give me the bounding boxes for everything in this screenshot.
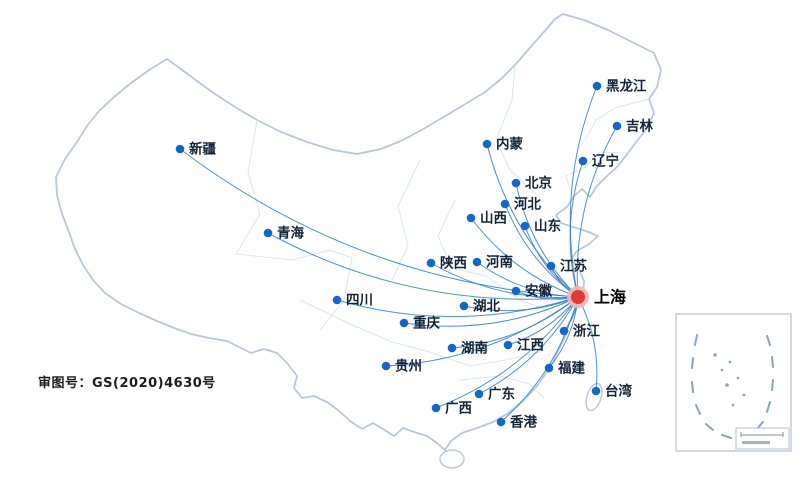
province-dot — [332, 295, 342, 305]
province-label: 吉林 — [626, 118, 654, 135]
map-approval-number: 审图号：GS(2020)4630号 — [38, 376, 216, 391]
province-dot — [559, 326, 569, 336]
province-dot — [426, 258, 436, 268]
province-label: 江西 — [517, 337, 544, 354]
province-dot — [612, 121, 622, 131]
province-dot — [381, 361, 391, 371]
province-dot — [503, 340, 513, 350]
province-label: 青海 — [277, 225, 304, 242]
province-label: 陕西 — [440, 255, 467, 272]
province-label: 辽宁 — [592, 153, 619, 170]
province-dot — [399, 318, 409, 328]
province-label: 广西 — [445, 400, 472, 417]
china-outline — [55, 13, 662, 451]
province-label: 山东 — [534, 218, 562, 235]
province-dot — [466, 213, 476, 223]
province-label: 内蒙 — [496, 136, 524, 153]
province-borders — [235, 64, 650, 399]
flow-line — [267, 232, 579, 300]
province-label: 福建 — [557, 360, 586, 377]
province-dot — [431, 403, 441, 413]
province-dot — [511, 178, 521, 188]
province-dots — [175, 81, 622, 427]
province-dot — [592, 81, 602, 91]
south-china-sea-inset — [675, 313, 792, 452]
province-label: 湖北 — [473, 299, 500, 315]
flow-line — [476, 261, 579, 298]
province-dot — [511, 286, 521, 296]
nine-dash-line — [691, 334, 774, 439]
flow-line — [403, 296, 579, 327]
province-dot — [175, 144, 185, 154]
flow-line — [569, 85, 598, 298]
province-dot — [546, 261, 556, 271]
province-dot — [500, 199, 510, 209]
flow-line — [576, 125, 618, 298]
province-label: 湖南 — [461, 340, 488, 357]
inset-scale-box — [735, 427, 790, 450]
province-label: 广东 — [488, 386, 516, 403]
taiwan-island — [585, 382, 603, 412]
flow-line — [577, 296, 598, 392]
province-label: 浙江 — [573, 323, 601, 340]
province-dot — [544, 363, 554, 373]
province-label: 贵州 — [395, 358, 422, 375]
flow-line — [435, 296, 579, 409]
flow-line — [569, 160, 584, 298]
province-dot — [520, 221, 530, 231]
inset-islands — [713, 353, 746, 407]
province-label: 河北 — [514, 196, 542, 213]
province-label: 黑龙江 — [606, 78, 647, 95]
flow-line — [463, 296, 579, 312]
province-label: 河南 — [486, 254, 513, 271]
province-dot — [263, 228, 273, 238]
province-dot — [472, 257, 482, 267]
province-dot — [482, 139, 492, 149]
flow-line — [515, 182, 579, 298]
province-label: 重庆 — [413, 315, 440, 332]
province-label: 江苏 — [560, 258, 588, 275]
province-label: 四川 — [346, 293, 373, 309]
province-label: 新疆 — [189, 141, 216, 158]
flow-line — [470, 217, 579, 298]
province-label: 北京 — [525, 175, 552, 192]
province-dot — [591, 386, 601, 396]
province-label: 安徽 — [525, 283, 553, 300]
flow-line — [430, 262, 579, 299]
origin-label: 上海 — [594, 288, 626, 307]
flow-line — [336, 296, 579, 318]
flow-line — [478, 296, 579, 395]
province-dot — [474, 389, 484, 399]
hainan-island — [439, 449, 465, 469]
province-dot — [578, 156, 588, 166]
flow-lines — [179, 85, 618, 423]
province-label: 山西 — [480, 211, 507, 227]
province-dot — [447, 343, 457, 353]
origin-dot — [571, 290, 585, 304]
province-dot — [459, 301, 469, 311]
province-dot — [496, 417, 506, 427]
province-label: 香港 — [509, 414, 538, 431]
flow-line — [385, 296, 579, 367]
province-label: 台湾 — [605, 383, 633, 400]
